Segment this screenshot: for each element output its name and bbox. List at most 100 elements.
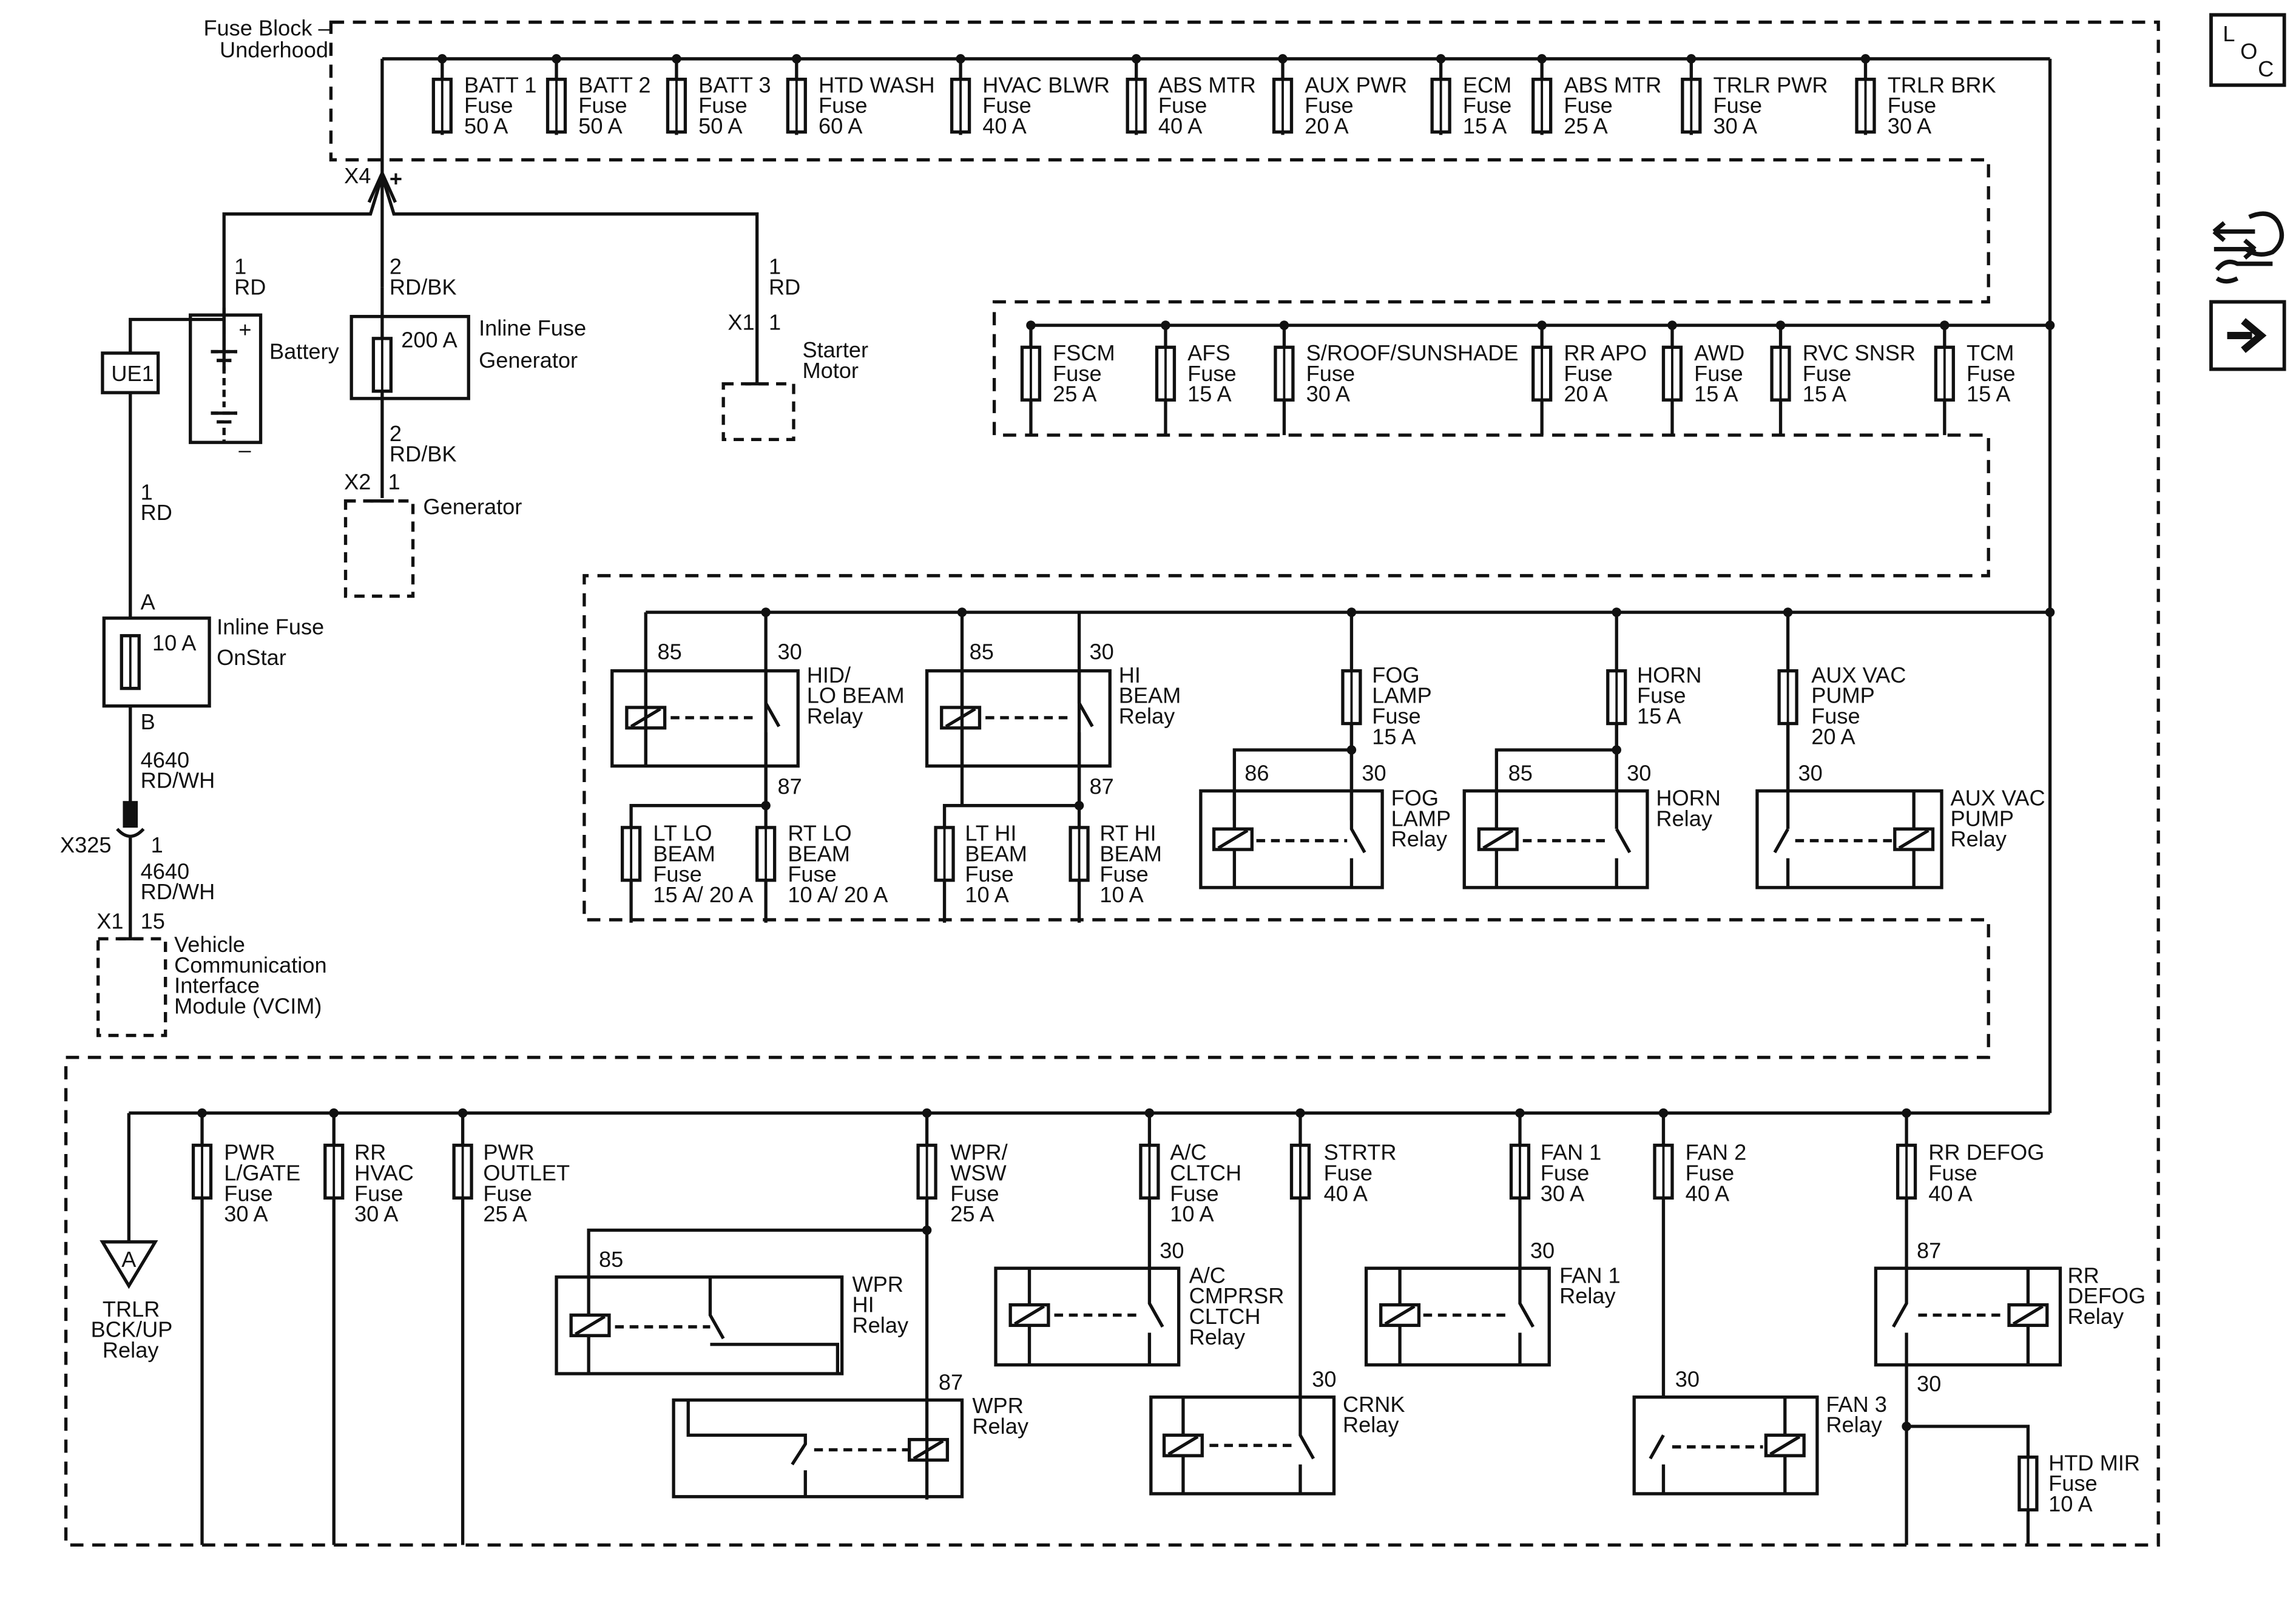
fan2-fuse-3: 40 A <box>1686 1181 1730 1206</box>
wire-gen-bot-color: RD/BK <box>390 442 457 467</box>
auxvac-fuse-4: 20 A <box>1811 724 1855 749</box>
crnk-relay <box>1149 1395 1336 1496</box>
pwr-lgate-2: L/GATE <box>224 1160 300 1185</box>
x4-connector <box>367 169 397 203</box>
junction-dot <box>672 54 681 64</box>
row1-fuse-label-2-0: BATT 3 <box>698 72 771 97</box>
vcim-box <box>96 937 167 1038</box>
horn-relay <box>1462 789 1649 889</box>
rt-lo-1: RT LO <box>788 821 851 846</box>
section3-fuse-6 <box>1069 826 1090 882</box>
junction-dot <box>1131 54 1141 64</box>
wire-gen-top-num: 2 <box>390 254 402 279</box>
junction-dot <box>197 1108 207 1118</box>
junction-dot <box>1902 1108 1911 1118</box>
row2-fuse-label-0-2: 25 A <box>1053 382 1097 407</box>
rr-defog-relay-1: RR <box>2068 1263 2099 1288</box>
connector-tools-icon[interactable] <box>2212 211 2284 284</box>
row1-fuse-6 <box>1272 78 1294 134</box>
fan3-relay <box>1632 1395 1819 1496</box>
horn-fuse-2: Fuse <box>1637 683 1686 708</box>
rr-defog-p87: 87 <box>1917 1238 1941 1263</box>
row2-fuse-label-6-2: 15 A <box>1967 382 2011 407</box>
row2-fuse-label-5-1: Fuse <box>1803 361 1851 386</box>
row1-fuse-label-0-0: BATT 1 <box>464 72 536 97</box>
fan1-fuse-3: 30 A <box>1541 1181 1585 1206</box>
wpr-hi-2: HI <box>853 1292 874 1317</box>
row2-fuse-5 <box>1770 345 1791 402</box>
loc-icon[interactable] <box>2209 13 2286 87</box>
vcim-label-2: Communication <box>174 953 326 977</box>
junction-dot <box>1346 745 1357 755</box>
horn-fuse-3: 15 A <box>1637 704 1681 729</box>
row2-fuse-label-4-2: 15 A <box>1694 382 1738 407</box>
section4-fuse-4 <box>1139 1143 1160 1200</box>
section4-fuse-9 <box>2017 1455 2039 1512</box>
vcim-label-4: Module (VCIM) <box>174 993 322 1018</box>
onstar-rating: 10 A <box>152 630 197 655</box>
ac-cmprsr-cltch-relay <box>994 1266 1181 1367</box>
row2-fuse-label-3-2: 20 A <box>1564 382 1608 407</box>
row1-fuse-label-1-0: BATT 2 <box>578 72 650 97</box>
row1-fuse-label-10-2: 30 A <box>1888 113 1932 138</box>
onstar-pin-b: B <box>141 709 155 734</box>
wire-4640a-num: 4640 <box>141 748 190 772</box>
fuse-block-title-2: Underhood <box>220 37 328 62</box>
row1-fuse-label-3-0: HTD WASH <box>819 72 935 97</box>
row2-fuse-label-0-1: Fuse <box>1053 361 1101 386</box>
inline-fuse-generator <box>371 337 393 393</box>
section4-fuse-7 <box>1653 1143 1674 1200</box>
row1-fuse-label-3-2: 60 A <box>819 113 863 138</box>
battery-minus: – <box>238 437 251 462</box>
wpr-hi-p85: 85 <box>599 1247 623 1272</box>
next-arrow-icon[interactable] <box>2209 300 2286 371</box>
row1-fuse-label-0-2: 50 A <box>464 113 508 138</box>
section3-fuse-3 <box>620 826 642 882</box>
row1-fuse-0 <box>431 78 453 134</box>
auxvac-fuse-3: Fuse <box>1811 704 1860 729</box>
generator-conn: X2 <box>344 469 371 494</box>
row2-fuse-label-4-1: Fuse <box>1694 361 1743 386</box>
lt-lo-4: 15 A/ 20 A <box>653 882 754 907</box>
lt-lo-3: Fuse <box>653 862 701 886</box>
junction-dot <box>1612 607 1621 617</box>
rr-defog-relay <box>1874 1266 2062 1367</box>
rt-lo-2: BEAM <box>788 841 850 866</box>
strtr-2: Fuse <box>1324 1160 1373 1185</box>
row1-fuse-label-8-0: ABS MTR <box>1564 72 1661 97</box>
horn-p30: 30 <box>1627 761 1651 786</box>
wire-starter-num: 1 <box>769 254 781 279</box>
junction-dot <box>1436 54 1446 64</box>
vcim-label-3: Interface <box>174 973 260 998</box>
fan3-p30: 30 <box>1675 1367 1700 1392</box>
row1-fuse-label-1-2: 50 A <box>578 113 623 138</box>
hid-label-1: HID/ <box>807 663 851 687</box>
fog-p86: 86 <box>1244 761 1269 786</box>
wire-onstar-color: RD <box>141 500 172 525</box>
fog-relay-1: FOG <box>1391 786 1439 811</box>
junction-dot <box>1537 320 1547 330</box>
fan3-relay-1: FAN 3 <box>1826 1392 1887 1417</box>
junction-dot <box>1860 54 1871 64</box>
wire-onstar-num: 1 <box>141 479 153 504</box>
hid-p85: 85 <box>658 639 682 664</box>
junction-dot <box>1161 320 1170 330</box>
fan1-fuse-1: FAN 1 <box>1541 1140 1602 1165</box>
row2-fuse-label-1-0: AFS <box>1187 340 1230 365</box>
horn-relay-1: HORN <box>1656 786 1721 811</box>
x325-conn: X325 <box>60 832 112 857</box>
battery-plus: + <box>238 317 251 342</box>
hi-label-2: BEAM <box>1119 683 1181 708</box>
fog-fuse-4: 15 A <box>1372 724 1416 749</box>
row2-fuse-label-2-1: Fuse <box>1306 361 1355 386</box>
junction-dot <box>922 1108 932 1118</box>
junction-dot <box>1902 1422 1911 1431</box>
fog-fuse-2: LAMP <box>1372 683 1432 708</box>
junction-dot <box>1667 320 1677 330</box>
ac-relay-3: CLTCH <box>1189 1304 1261 1329</box>
fan1-fuse-2: Fuse <box>1541 1160 1589 1185</box>
row1-fuse-label-9-2: 30 A <box>1714 113 1758 138</box>
row2-fuse-1 <box>1155 345 1177 402</box>
